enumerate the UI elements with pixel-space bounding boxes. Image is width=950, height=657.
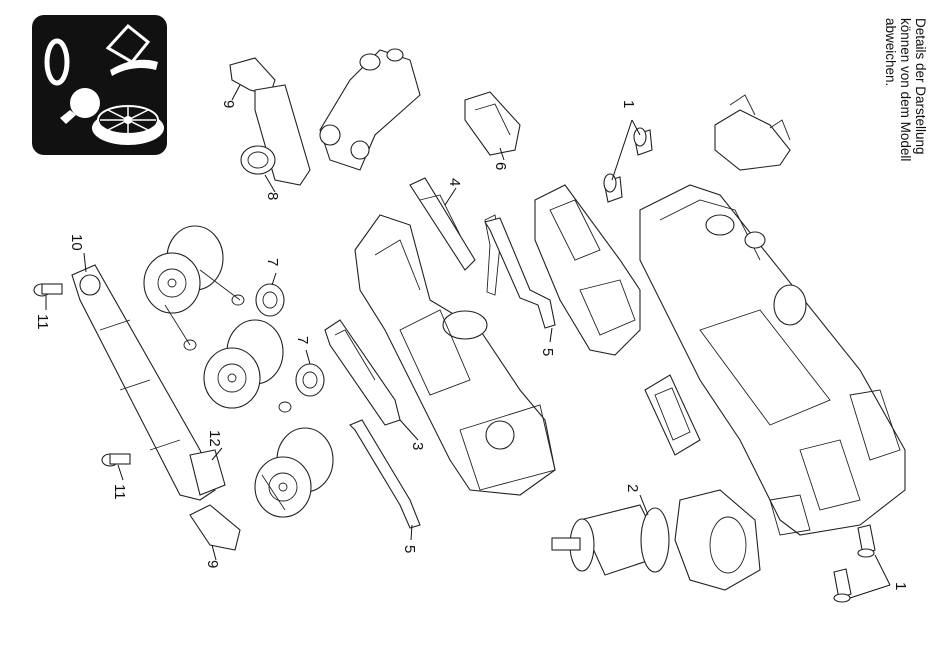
- label-part-3: 3: [409, 442, 426, 450]
- label-part-5-lower: 5: [401, 545, 418, 553]
- disclaimer-note: Details der Darstellung können von dem M…: [883, 18, 928, 161]
- light-unit-6: [465, 92, 520, 155]
- label-part-10: 10: [68, 234, 85, 251]
- label-part-11-top: 11: [34, 314, 51, 330]
- disclaimer-line-3: abweichen.: [883, 18, 898, 86]
- label-part-1-top: 1: [620, 100, 637, 108]
- label-part-6: 6: [492, 162, 509, 170]
- label-part-4: 4: [446, 178, 463, 186]
- label-part-8: 8: [264, 192, 281, 200]
- motor-mount: [675, 490, 760, 590]
- disclaimer-line-1: Details der Darstellung: [913, 18, 928, 155]
- wheelset-1: [144, 226, 223, 313]
- screw-11-top: [34, 284, 62, 296]
- truck-bottom-9: [190, 505, 240, 550]
- rivets-1-top: [604, 128, 652, 202]
- maintenance-symbols-icon: [32, 15, 167, 155]
- chassis-frame: [355, 215, 555, 495]
- wheelset-2: [204, 320, 283, 408]
- label-part-5-upper: 5: [539, 348, 556, 356]
- disclaimer-line-2: können von dem Modell: [898, 18, 913, 161]
- motor: [552, 505, 669, 575]
- label-part-2: 2: [624, 484, 641, 492]
- contact-strip-5-lower: [350, 420, 420, 528]
- label-part-7-lower: 7: [294, 336, 311, 344]
- body-housing: [640, 185, 905, 535]
- circuit-board: [535, 185, 640, 355]
- wheelset-3: [255, 428, 333, 517]
- gear-7-upper: [256, 284, 284, 316]
- coupler-block: [645, 375, 700, 455]
- label-part-12: 12: [206, 430, 223, 447]
- label-part-1-bottom: 1: [892, 582, 909, 590]
- truck-top-assembly: [230, 58, 310, 185]
- label-part-11-bottom: 11: [111, 484, 128, 500]
- front-frame-piece: [320, 49, 420, 170]
- rivets-1-bottom: [834, 525, 875, 602]
- label-part-9-bottom: 9: [204, 560, 221, 568]
- top-right-cap: [715, 95, 790, 170]
- screw-11-bottom: [102, 454, 130, 466]
- label-part-9-top: 9: [220, 100, 237, 108]
- gear-7-lower: [296, 364, 324, 396]
- label-part-7-upper: 7: [264, 258, 281, 266]
